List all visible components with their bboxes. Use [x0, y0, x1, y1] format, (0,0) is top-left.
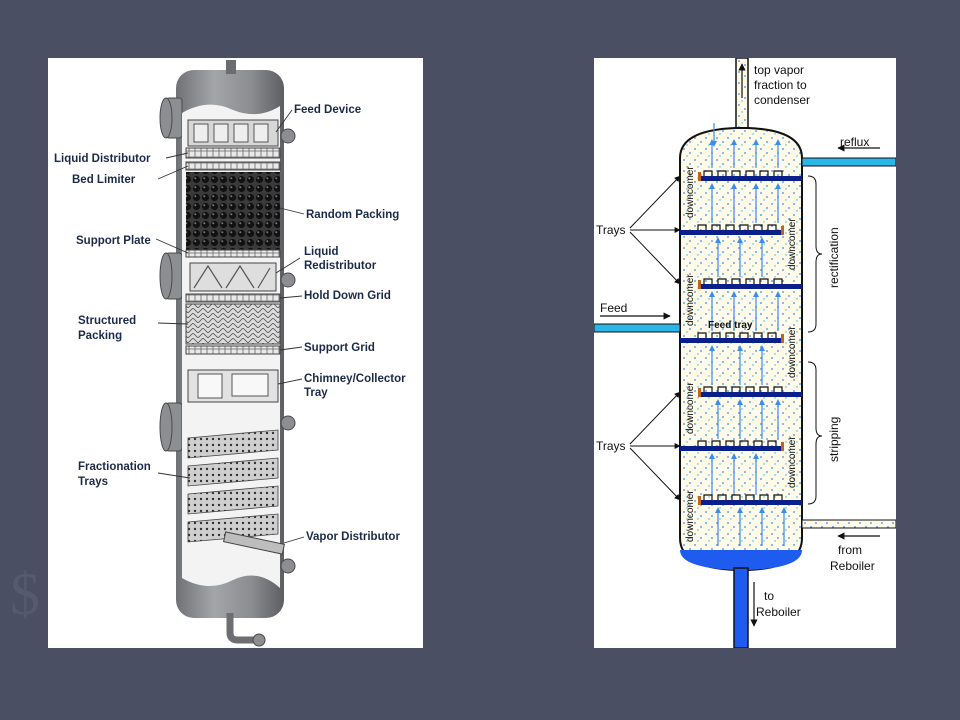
- structured-packing: [185, 303, 281, 345]
- label-top-vapor-line2: fraction to: [754, 78, 807, 92]
- label-liquid-redistributor-line1: Liquid: [304, 246, 339, 258]
- label-downcomer-3: downcomer: [685, 274, 696, 326]
- label-feed-device: Feed Device: [294, 104, 361, 116]
- label-to-reboiler-line2: Reboiler: [756, 605, 801, 619]
- leader-lines: [155, 109, 305, 544]
- label-fractionation-trays-line1: Fractionation: [78, 461, 151, 473]
- feed-device: [187, 119, 279, 147]
- vapor-distributor: [223, 531, 285, 555]
- tray-6: [680, 440, 784, 451]
- trays: [680, 170, 802, 505]
- label-feed-tray: Feed tray: [708, 320, 753, 331]
- liquid-distributor: [185, 147, 281, 159]
- label-downcomer-6: downcomer: [787, 436, 798, 488]
- trays-lower-pointers: [629, 391, 681, 501]
- top-vent: [226, 60, 236, 74]
- tray-column-svg: top vapor fraction to condenser reflux F…: [594, 58, 896, 648]
- bottom-outlet: [226, 613, 256, 644]
- side-nozzles: [159, 97, 296, 574]
- label-downcomer-5: downcomer: [685, 382, 696, 434]
- label-from-reboiler-line2: Reboiler: [830, 559, 875, 573]
- to-reboiler-pipe: [733, 567, 749, 648]
- tray-5: [698, 386, 802, 397]
- label-trays-upper: Trays: [596, 223, 626, 237]
- label-to-reboiler-line1: to: [764, 589, 774, 603]
- label-trays-lower: Trays: [596, 439, 626, 453]
- label-vapor-distributor: Vapor Distributor: [306, 531, 400, 543]
- label-random-packing: Random Packing: [306, 209, 399, 221]
- label-hold-down-grid: Hold Down Grid: [304, 290, 391, 302]
- label-liquid-redistributor-line2: Redistributor: [304, 260, 377, 272]
- label-fractionation-trays-line2: Trays: [78, 476, 108, 488]
- tray-2: [680, 224, 784, 235]
- label-bed-limiter: Bed Limiter: [72, 174, 136, 186]
- label-top-vapor-line3: condenser: [754, 93, 810, 107]
- label-support-grid: Support Grid: [304, 342, 375, 354]
- top-vapor-arrows: [709, 139, 781, 168]
- label-feed: Feed: [600, 301, 627, 315]
- stripping-brace: [807, 361, 823, 505]
- label-from-reboiler-line1: from: [838, 543, 862, 557]
- rectification-brace: [807, 175, 823, 333]
- hold-down-grid: [185, 293, 281, 303]
- tray-7: [698, 494, 802, 505]
- random-packing: [186, 172, 280, 250]
- label-support-plate: Support Plate: [76, 235, 151, 247]
- packed-column-diagram: Feed Device Liquid Distributor Bed Limit…: [48, 58, 423, 648]
- support-grid: [185, 345, 281, 355]
- label-rectification: rectification: [827, 227, 841, 288]
- label-reflux: reflux: [840, 135, 869, 149]
- label-stripping: stripping: [827, 417, 841, 462]
- background-watermark: $: [10, 561, 44, 627]
- from-reboiler-pipe: [801, 519, 896, 529]
- support-plate: [185, 249, 281, 258]
- tray-column-diagram: top vapor fraction to condenser reflux F…: [594, 58, 896, 648]
- label-top-vapor-line1: top vapor: [754, 63, 804, 77]
- liquid-redistributor: [189, 262, 277, 292]
- chimney-collector-tray: [187, 369, 279, 403]
- trays-upper-pointers: [629, 175, 681, 285]
- label-structured-packing-line2: Packing: [78, 330, 122, 342]
- tray-4-feed: [680, 332, 784, 343]
- label-liquid-distributor: Liquid Distributor: [54, 153, 151, 165]
- label-structured-packing-line1: Structured: [78, 315, 136, 327]
- bottom-liquid: [680, 550, 802, 570]
- bottom-flange: [252, 633, 266, 647]
- label-downcomer-7: downcomer: [685, 490, 696, 542]
- label-downcomer-1: downcomer: [685, 166, 696, 218]
- feed-pipe: [594, 323, 681, 333]
- reflux-pipe: [801, 157, 896, 167]
- bed-limiter: [185, 161, 281, 171]
- packed-column-svg: Feed Device Liquid Distributor Bed Limit…: [54, 60, 406, 647]
- tray-3: [698, 278, 802, 289]
- vapor-flow-arrows: [709, 123, 787, 546]
- label-chimney-tray-line1: Chimney/Collector: [304, 373, 406, 385]
- label-downcomer-4: downcomer: [787, 326, 798, 378]
- fractionation-trays: [187, 429, 279, 543]
- label-downcomer-2: downcomer: [787, 218, 798, 270]
- label-chimney-tray-line2: Tray: [304, 387, 328, 399]
- tray-1: [698, 170, 802, 181]
